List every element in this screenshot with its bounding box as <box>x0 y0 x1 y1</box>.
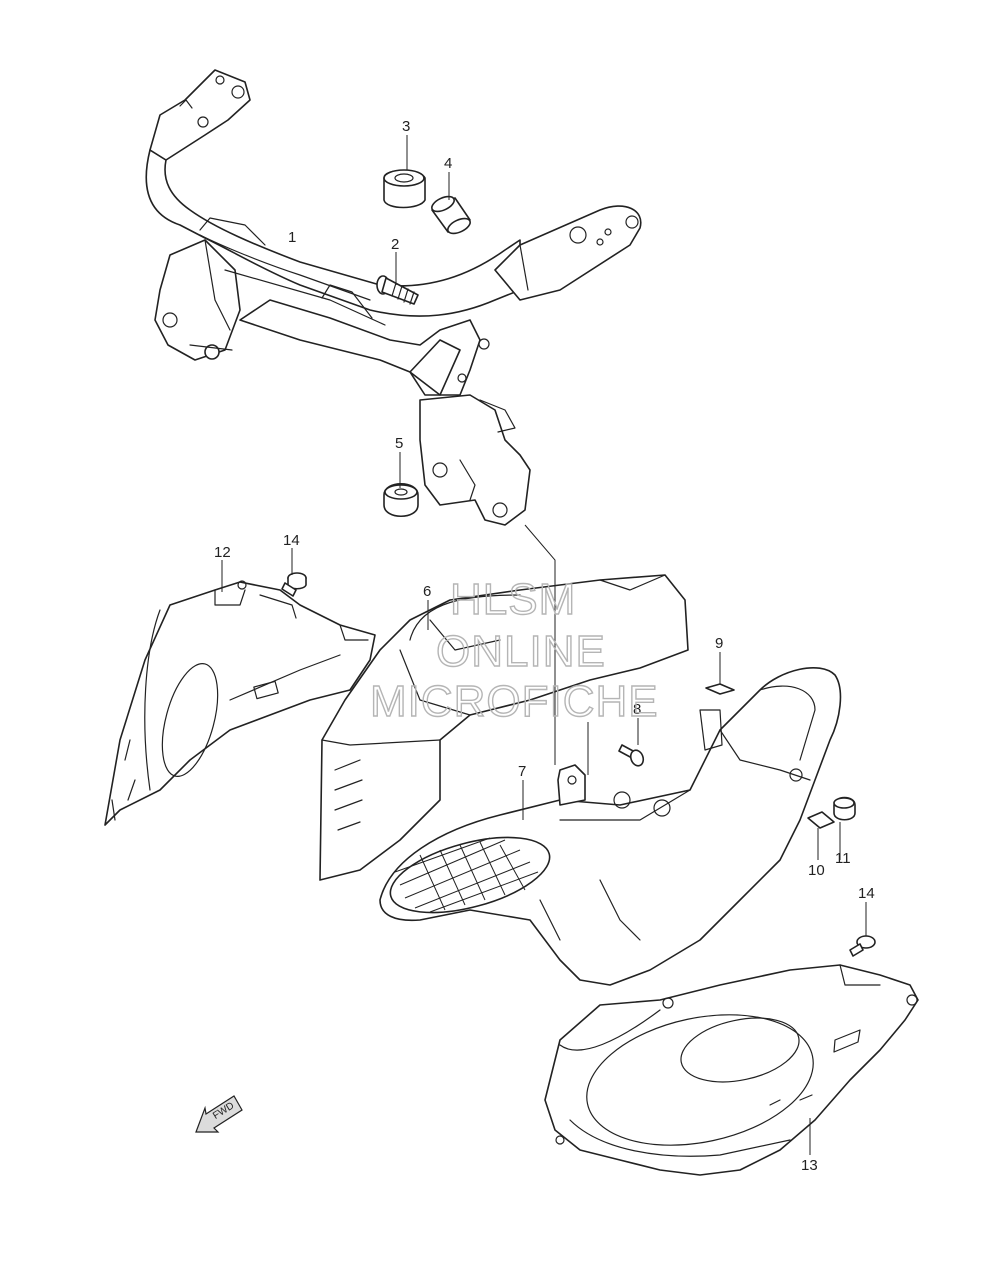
part-8-screw <box>618 744 645 767</box>
callout-1: 1 <box>288 229 296 246</box>
callout-5: 5 <box>395 435 403 452</box>
part-5-grommet <box>383 482 419 518</box>
callout-9: 9 <box>715 635 723 652</box>
part-13-right-outer-cover <box>544 964 919 1176</box>
callout-2: 2 <box>391 236 399 253</box>
watermark-line-1: HLSM <box>450 575 576 624</box>
part-4-collar <box>431 195 471 235</box>
callout-6: 6 <box>423 583 431 600</box>
callout-11: 11 <box>835 850 851 867</box>
part-14-screw-lower <box>849 935 876 957</box>
callout-10: 10 <box>808 862 825 879</box>
part-6-center-duct <box>319 574 689 881</box>
part-2-bolt <box>376 275 419 305</box>
part-3-bushing <box>383 169 426 209</box>
part-1-front-frame-bracket <box>145 69 642 526</box>
part-12-left-inner-cover <box>104 580 376 826</box>
watermark-line-3: MICROFICHE <box>370 677 659 726</box>
callout-14-upper: 14 <box>283 532 300 549</box>
leader-lines <box>221 135 867 1155</box>
watermark: HLSM ONLINE MICROFICHE <box>369 574 659 726</box>
callout-12: 12 <box>214 544 231 561</box>
callout-labels: 1 2 3 4 5 6 7 8 9 10 11 12 13 14 14 <box>214 118 875 1174</box>
callout-3: 3 <box>402 118 410 135</box>
callout-14-lower: 14 <box>858 885 875 902</box>
fwd-direction-arrow: FWD <box>195 1095 243 1133</box>
part-9-clip-nut <box>705 683 735 695</box>
part-11-grommet <box>833 796 856 821</box>
callout-8: 8 <box>633 701 641 718</box>
part-14-screw-upper <box>281 572 307 597</box>
part-10-clip-nut <box>807 811 835 829</box>
callout-4: 4 <box>444 155 452 172</box>
callout-7: 7 <box>518 763 526 780</box>
inlet-mesh-grille <box>394 837 539 913</box>
watermark-line-2: ONLINE <box>436 627 606 676</box>
part-7-air-duct-inlet <box>379 667 842 986</box>
callout-13: 13 <box>801 1157 818 1174</box>
